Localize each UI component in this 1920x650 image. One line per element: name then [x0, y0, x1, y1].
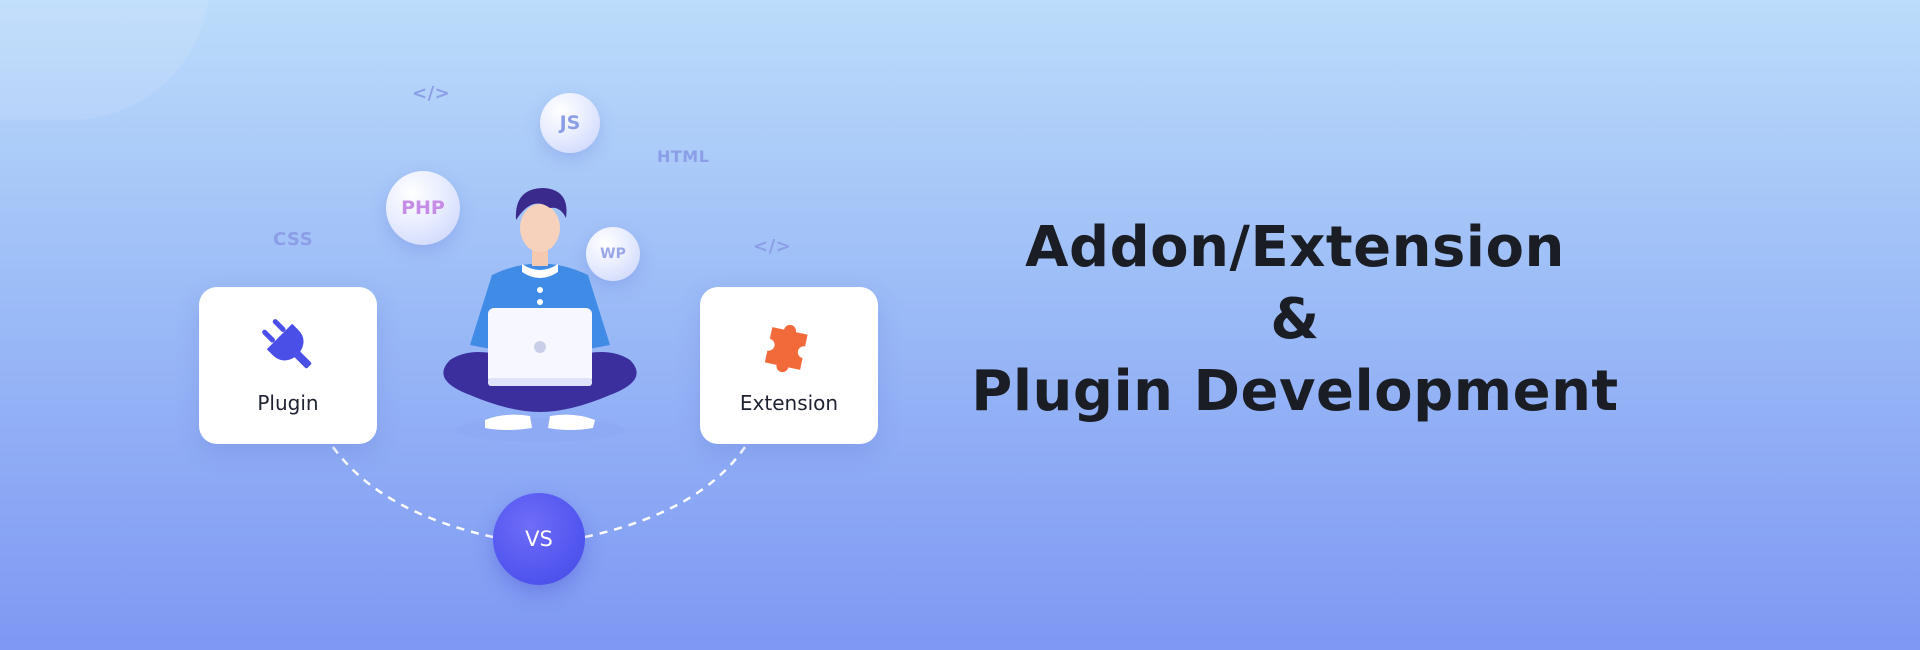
plugin-label: Plugin [257, 391, 319, 415]
headline-line-2: & [1270, 287, 1320, 352]
css-tag: CSS [273, 229, 314, 250]
plugin-card: Plugin [199, 287, 377, 444]
js-bubble: JS [540, 93, 600, 153]
headline-line-1: Addon/Extension [1025, 215, 1565, 280]
wp-label: WP [600, 246, 626, 262]
headline: Addon/Extension & Plugin Development [900, 212, 1690, 428]
developer-illustration [443, 188, 637, 442]
code-tag-right: </> [753, 236, 792, 257]
headline-line-3: Plugin Development [971, 359, 1619, 424]
php-label: PHP [401, 197, 445, 219]
extension-label: Extension [739, 391, 839, 415]
code-tag-left: </> [412, 83, 451, 104]
html-tag: HTML [657, 147, 710, 166]
puzzle-piece-icon [764, 324, 808, 373]
php-bubble: PHP [386, 171, 460, 245]
vs-badge: VS [493, 493, 585, 585]
extension-card: Extension [700, 287, 878, 444]
wp-bubble: WP [586, 227, 640, 281]
js-label: JS [559, 112, 581, 134]
plug-icon [262, 319, 312, 369]
